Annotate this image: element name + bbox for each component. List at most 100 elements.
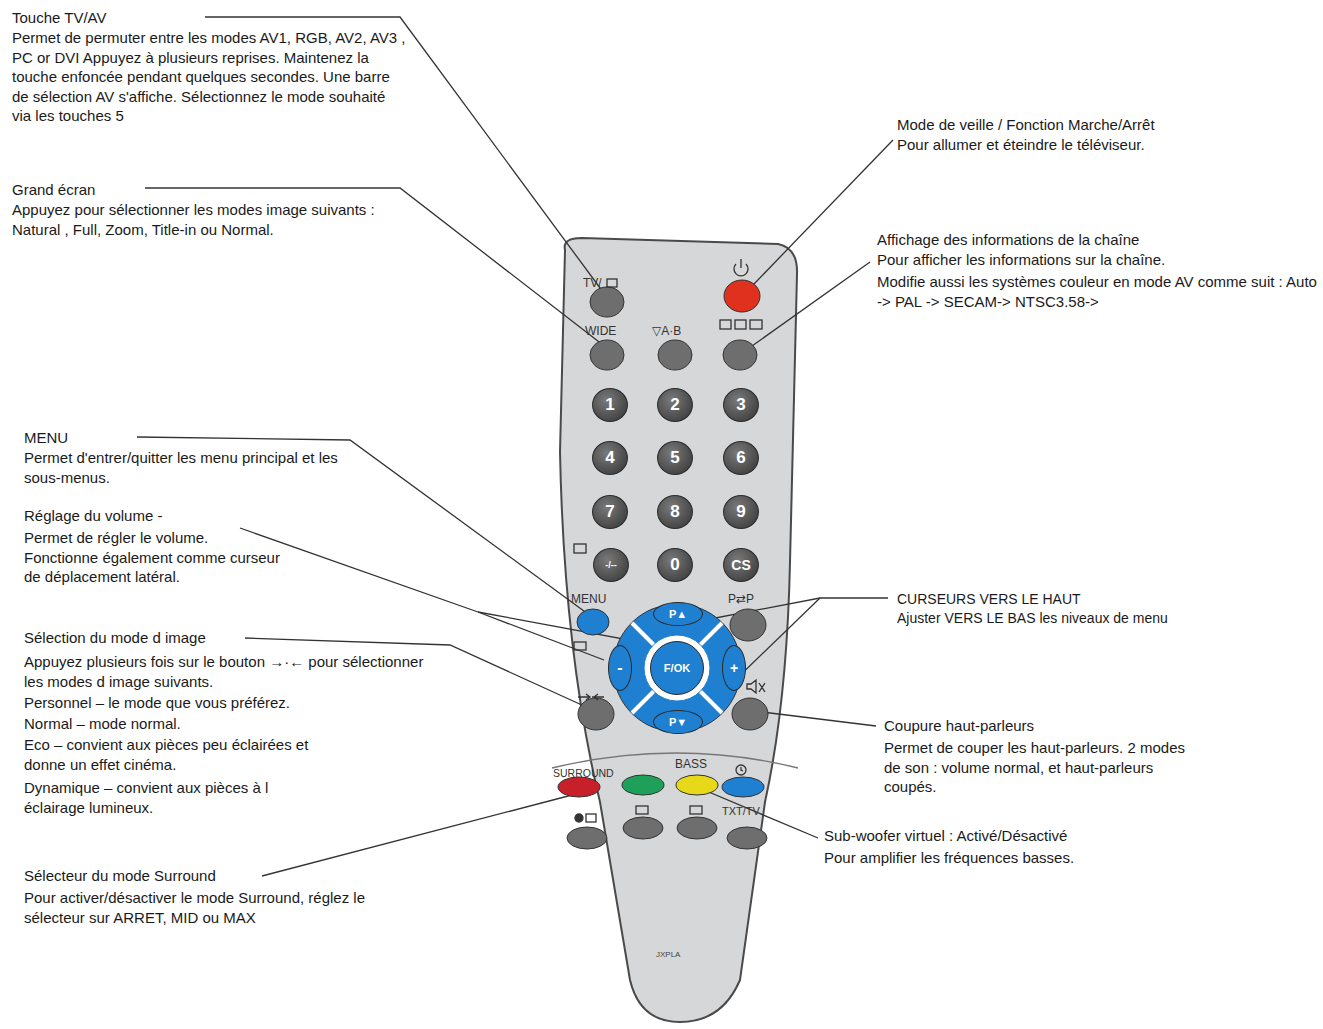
callout-text: WIDE <box>585 324 616 340</box>
leader-line <box>754 140 893 284</box>
leader-line <box>262 795 572 876</box>
remote-button: 9 <box>723 495 759 529</box>
remote-button: 5 <box>657 441 693 475</box>
dpad-gaps <box>632 623 722 713</box>
button-text: P▲ <box>669 608 687 620</box>
callout-text: BASS <box>675 757 707 773</box>
callout-text: Mode de veille / Fonction Marche/Arrêt <box>897 115 1155 135</box>
remote-button: P▲ <box>653 602 703 626</box>
timer-icon <box>736 765 746 775</box>
button-text: 9 <box>736 502 745 522</box>
key-icon <box>586 814 596 822</box>
mute-icon <box>747 680 765 693</box>
callout-text: Dynamique – convient aux pièces à l écla… <box>24 778 324 817</box>
remote-button: 0 <box>657 548 693 582</box>
button-text: 5 <box>670 448 679 468</box>
remote-button: CS <box>723 548 759 582</box>
blue-key <box>722 777 764 797</box>
remote-button: 3 <box>723 388 759 422</box>
callout-text: Sub-woofer virtuel : Activé/Désactivé <box>824 826 1067 846</box>
power-button <box>724 280 760 312</box>
green-key <box>622 775 664 795</box>
red-key <box>558 777 600 797</box>
button-text: P▼ <box>669 716 687 728</box>
button-text: F/OK <box>664 662 690 674</box>
button-text: -/-- <box>605 560 617 570</box>
button-text: 6 <box>736 448 745 468</box>
grey-key <box>623 817 663 839</box>
callout-text: Pour activer/désactiver le mode Surround… <box>24 888 384 927</box>
ab-button <box>658 340 692 370</box>
leader-line <box>752 262 870 346</box>
key-icon <box>690 806 702 814</box>
button-text: 0 <box>670 555 679 575</box>
teletext-icon <box>574 544 586 553</box>
yellow-key <box>676 775 718 795</box>
remote-button: 7 <box>592 495 628 529</box>
callout-text: P⇄P <box>728 592 754 608</box>
key-icon <box>575 814 583 822</box>
callout-text: Personnel – le mode que vous préférez. <box>24 693 290 713</box>
callout-text: SURROUND <box>553 767 614 781</box>
remote-shape <box>560 238 797 1022</box>
callout-text: Normal – mode normal. <box>24 714 181 734</box>
menu-button <box>577 609 609 635</box>
remote-button: - <box>608 645 632 691</box>
grey-key <box>677 817 717 839</box>
callout-text: ▽A·B <box>652 324 681 340</box>
info-icon <box>750 320 762 329</box>
buttons <box>558 280 768 849</box>
picture-icon <box>578 694 604 700</box>
callout-text: Affichage des informations de la chaîne <box>877 230 1139 250</box>
swap-button <box>730 609 766 641</box>
info-icon <box>735 320 746 329</box>
icons <box>552 259 798 822</box>
remote-button: P▼ <box>653 710 703 734</box>
button-text: CS <box>731 557 750 573</box>
callout-text: CURSEURS VERS LE HAUT <box>897 590 1081 608</box>
callout-text: Grand écran <box>12 180 95 200</box>
teletext-icon <box>574 642 586 650</box>
dpad-center-ring <box>644 635 710 701</box>
picture-button <box>578 698 614 730</box>
callout-text: MENU <box>24 428 68 448</box>
dpad-ring <box>613 604 741 732</box>
button-text: + <box>730 660 738 676</box>
callout-text: Permet d'entrer/quitter les menu princip… <box>24 448 346 487</box>
remote-button: 2 <box>657 388 693 422</box>
grey-key <box>727 827 767 849</box>
dpad-gap <box>632 623 722 713</box>
button-text: - <box>617 659 622 677</box>
callout-text: Sélecteur du mode Surround <box>24 866 216 886</box>
callout-text: Réglage du volume - <box>24 506 162 526</box>
button-text: 2 <box>670 395 679 415</box>
button-text: 3 <box>736 395 745 415</box>
remote-button: -/-- <box>593 548 629 582</box>
callout-text: Pour amplifier les fréquences basses. <box>824 848 1074 868</box>
remote-button: F/OK <box>650 641 704 695</box>
power-icon <box>734 259 748 276</box>
button-text: 1 <box>605 395 614 415</box>
callout-text: Touche TV/AV <box>12 8 107 28</box>
info-button <box>723 340 757 370</box>
leader-line <box>762 712 876 726</box>
grey-key <box>567 827 607 849</box>
button-text: 7 <box>605 502 614 522</box>
wide-button <box>590 340 624 370</box>
callout-text: Sélection du mode d image <box>24 628 206 648</box>
callout-text: TV/ <box>583 276 602 292</box>
callout-text: Permet de permuter entre les modes AV1, … <box>12 28 407 126</box>
key-icon <box>636 806 648 814</box>
callout-text: Coupure haut-parleurs <box>884 716 1034 736</box>
input-icon <box>607 279 617 287</box>
remote-button: 4 <box>592 441 628 475</box>
button-text: 4 <box>605 448 614 468</box>
callout-text: Appuyez plusieurs fois sur le bouton →·←… <box>24 652 424 691</box>
info-icon <box>720 320 731 329</box>
remote-button: 1 <box>592 388 628 422</box>
remote-button: + <box>722 645 746 691</box>
callout-text: MENU <box>571 592 606 608</box>
callout-text: Permet de régler le volume. Fonctionne é… <box>24 528 286 587</box>
leader-line <box>245 638 584 706</box>
callout-text: Modifie aussi les systèmes couleur en mo… <box>877 272 1317 311</box>
